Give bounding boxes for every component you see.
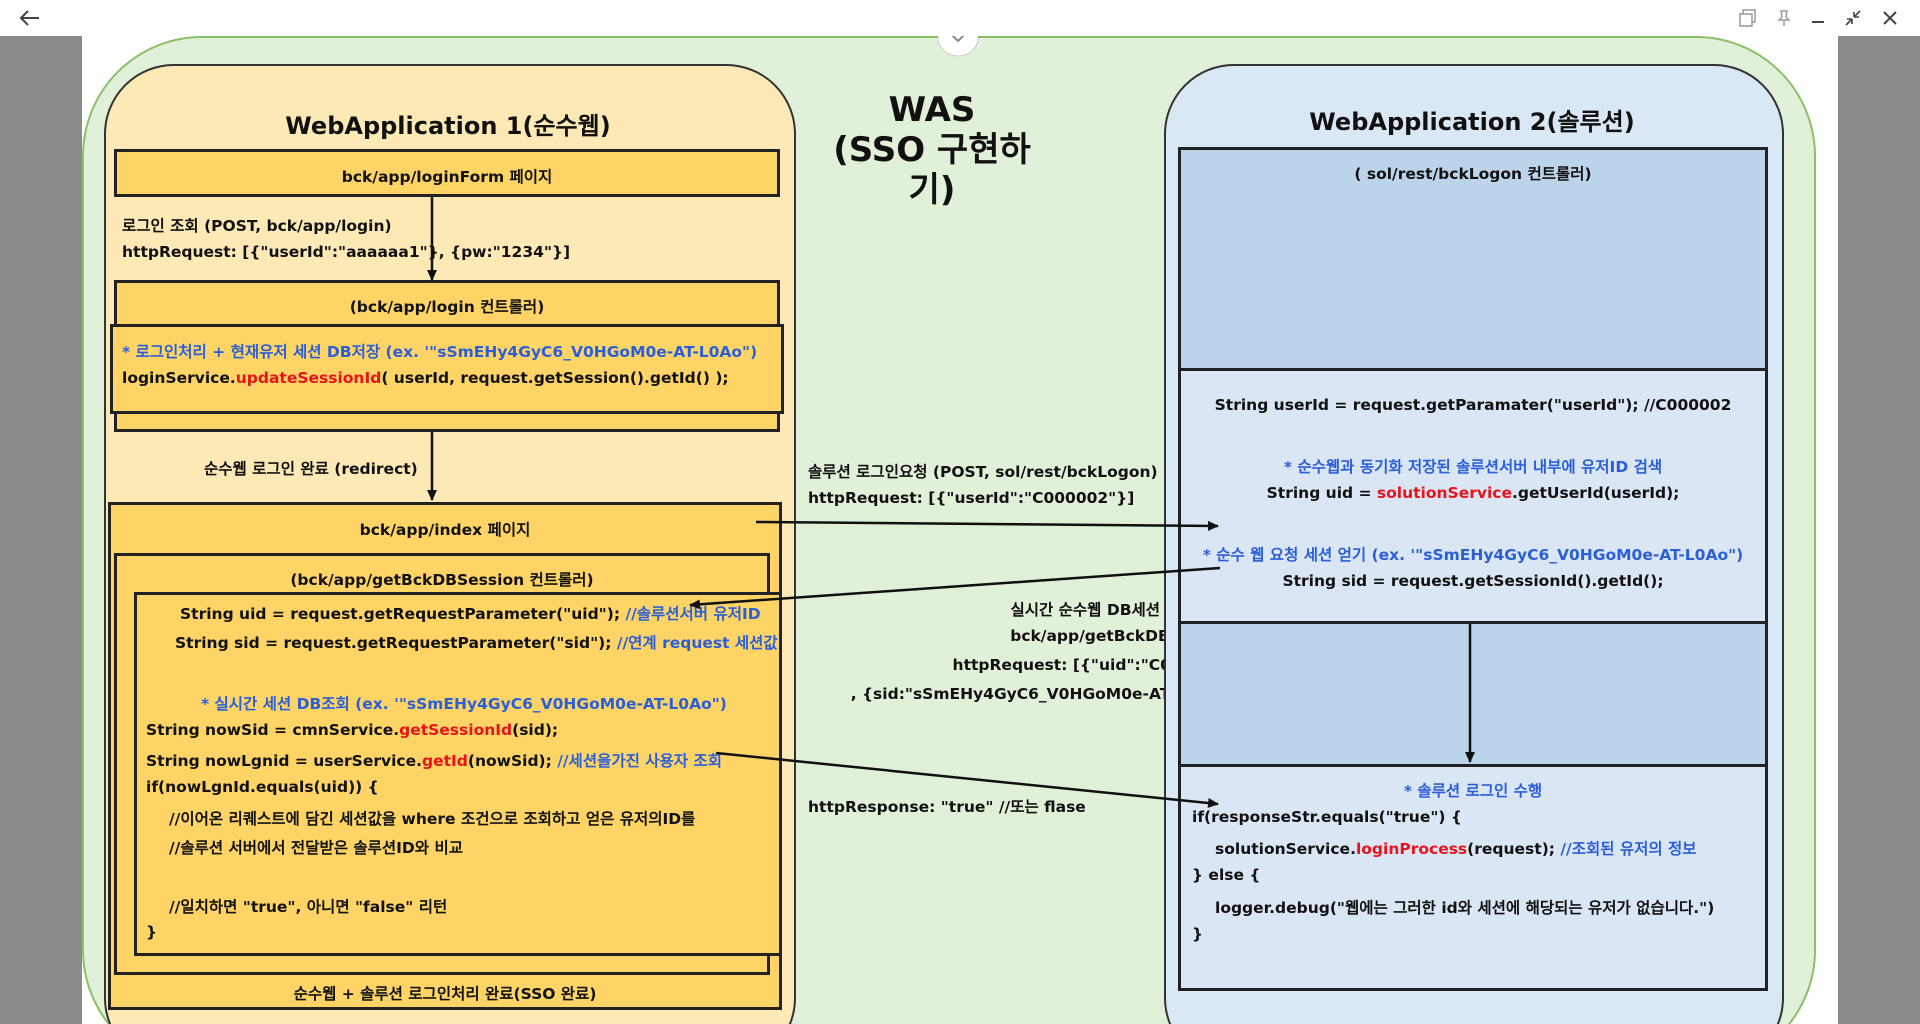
pin-icon[interactable] <box>1769 0 1799 36</box>
was-title-line2: (SSO 구현하기) <box>833 130 1031 210</box>
close-icon[interactable] <box>1874 0 1906 36</box>
viewer-toolbar <box>0 0 1920 36</box>
code-line6: if(nowLgnId.equals(uid)) { <box>146 778 379 796</box>
diagram-canvas: WAS (SSO 구현하기) WebApplication 1(순수웹) bck… <box>82 36 1838 1024</box>
app2-code-line7: if(responseStr.equals("true") { <box>1192 808 1462 826</box>
copy-icon[interactable] <box>1733 0 1763 36</box>
minimize-icon[interactable] <box>1803 0 1833 36</box>
was-title: WAS (SSO 구현하기) <box>812 90 1052 210</box>
app2-code-line1: String userId = request.getParamater("us… <box>1214 396 1732 414</box>
login-controller-label: (bck/app/login 컨트롤러) <box>349 298 545 316</box>
code-line8: //솔루션 서버에서 전달받은 솔루션ID와 비교 <box>169 839 463 857</box>
app2-code-line10: logger.debug("웹에는 그러한 id와 세션에 해당되는 유저가 없… <box>1215 899 1715 917</box>
index-page-label: bck/app/index 페이지 <box>359 521 531 539</box>
webapp1-title: WebApplication 1(순수웹) <box>285 112 611 140</box>
was-title-line1: WAS <box>888 90 976 130</box>
code-line10: } <box>146 923 158 941</box>
app2-code-line11: } <box>1192 925 1204 943</box>
getbck-controller-label: (bck/app/getBckDBSession 컨트롤러) <box>290 571 594 589</box>
code-line4: String nowSid = cmnService.getSessionId(… <box>146 721 559 739</box>
solution-login-box: * 솔루션 로그인 수행 if(responseStr.equals("true… <box>1178 764 1768 991</box>
redirect-label: 순수웹 로그인 완료 (redirect) <box>204 460 418 478</box>
app2-code-line3: String uid = solutionService.getUserId(u… <box>1266 484 1680 502</box>
code-line1: String uid = request.getRequestParameter… <box>180 605 761 623</box>
getbck-code-box: String uid = request.getRequestParameter… <box>134 592 782 956</box>
code-line2: String sid = request.getRequestParameter… <box>175 634 778 652</box>
login-request-line1: 로그인 조회 (POST, bck/app/login) <box>122 217 392 235</box>
code-line9: //일치하면 "true", 아니면 "false" 리턴 <box>169 898 448 916</box>
code-line5: String nowLgnid = userService.getId(nowS… <box>146 752 722 770</box>
login-form-box: bck/app/loginForm 페이지 <box>114 149 780 197</box>
app2-code-line9: } else { <box>1192 866 1261 884</box>
back-arrow-icon[interactable] <box>12 0 48 36</box>
response-label: httpResponse: "true" //또는 flase <box>808 798 1086 816</box>
realtime-line4: , {sid:"sSmEHy4GyC6_V0HGoM0e-AT-L0Ao"}] <box>850 685 1244 703</box>
app2-comment2: * 순수웹과 동기화 저장된 솔루션서버 내부에 유저ID 검색 <box>1283 458 1663 476</box>
app2-comment6: * 솔루션 로그인 수행 <box>1403 782 1543 800</box>
webapp2-title: WebApplication 2(솔루션) <box>1309 108 1635 136</box>
chevron-down-icon[interactable] <box>938 36 978 58</box>
right-backdrop <box>1838 36 1920 1024</box>
userid-lookup-box: String userId = request.getParamater("us… <box>1178 368 1768 624</box>
login-process-comment: * 로그인처리 + 현재유저 세션 DB저장 (ex. '"sSmEHy4GyC… <box>122 343 758 361</box>
left-backdrop <box>0 36 82 1024</box>
login-process-code: loginService.updateSessionId( userId, re… <box>122 369 729 387</box>
controller-label: ( sol/rest/bckLogon 컨트롤러) <box>1354 165 1592 183</box>
login-request-line2: httpRequest: [{"userId":"aaaaaa1"}, {pw:… <box>122 243 571 261</box>
code-line7: //이어온 리퀘스트에 담긴 세션값을 where 조건으로 조회하고 얻은 유… <box>169 810 696 828</box>
app2-code-line8: solutionService.loginProcess(request); /… <box>1215 840 1697 858</box>
app2-code-line5: String sid = request.getSessionId().getI… <box>1282 572 1664 590</box>
restore-icon[interactable] <box>1838 0 1868 36</box>
login-form-label: bck/app/loginForm 페이지 <box>341 168 553 186</box>
login-process-box: * 로그인처리 + 현재유저 세션 DB저장 (ex. '"sSmEHy4GyC… <box>110 324 784 414</box>
solution-request-line1: 솔루션 로그인요청 (POST, sol/rest/bckLogon) <box>808 463 1158 481</box>
solution-request-line2: httpRequest: [{"userId":"C000002"}] <box>808 489 1135 507</box>
sso-complete-label: 순수웹 + 솔루션 로그인처리 완료(SSO 완료) <box>293 985 597 1003</box>
code-comment3: * 실시간 세션 DB조회 (ex. '"sSmEHy4GyC6_V0HGoM0… <box>201 695 727 713</box>
app2-comment4: * 순수 웹 요청 세션 얻기 (ex. '"sSmEHy4GyC6_V0HGo… <box>1202 546 1744 564</box>
